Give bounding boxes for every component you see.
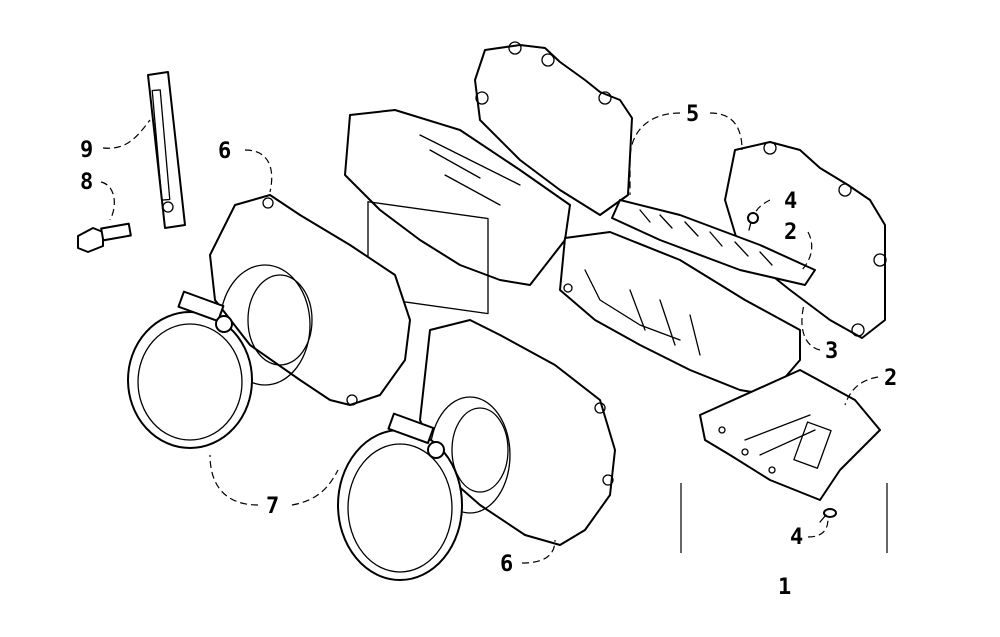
callout-9: 9 bbox=[80, 138, 93, 163]
bracket-part-9 bbox=[147, 71, 186, 229]
gasket-part-5 bbox=[474, 41, 887, 339]
callout-1: 1 bbox=[778, 575, 791, 600]
bolt-part-8 bbox=[77, 222, 132, 253]
reed-petal-part-2-upper bbox=[611, 199, 816, 286]
callout-8: 8 bbox=[80, 170, 93, 195]
screw-part-4-lower bbox=[819, 508, 837, 523]
assembly-bracket-part-1 bbox=[680, 483, 888, 553]
intake-boot-part-6-lower bbox=[419, 319, 616, 546]
callout-2-upper: 2 bbox=[784, 220, 797, 245]
callout-labels: 9 8 6 5 4 2 3 2 7 4 6 1 bbox=[80, 102, 897, 600]
callout-4-lower: 4 bbox=[790, 525, 803, 550]
callout-4-upper: 4 bbox=[784, 189, 797, 214]
clamp-part-7-lower bbox=[337, 412, 463, 581]
callout-2-lower: 2 bbox=[884, 366, 897, 391]
screw-part-4-upper bbox=[747, 212, 759, 231]
reed-petal-part-2-lower bbox=[699, 369, 881, 501]
clamp-part-7-upper bbox=[127, 290, 253, 449]
callout-5: 5 bbox=[686, 102, 699, 127]
callout-7: 7 bbox=[266, 494, 279, 519]
leader-lines bbox=[100, 112, 879, 564]
callout-3: 3 bbox=[825, 339, 838, 364]
callout-6-lower: 6 bbox=[500, 552, 513, 577]
reed-cage-part-3 bbox=[344, 109, 801, 396]
callout-6-upper: 6 bbox=[218, 139, 231, 164]
